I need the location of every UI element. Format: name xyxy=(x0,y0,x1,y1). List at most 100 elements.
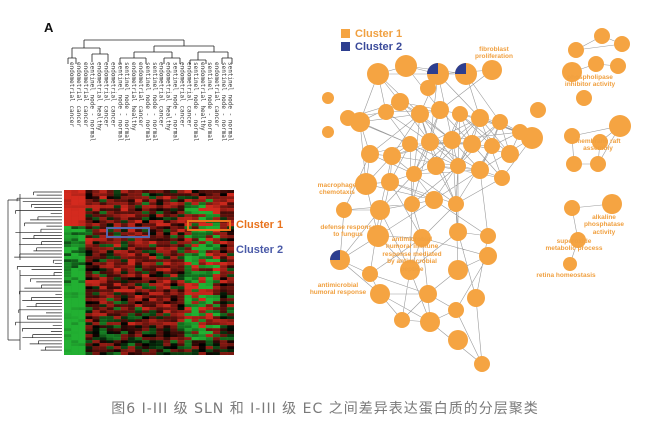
enrichment-network xyxy=(322,28,631,372)
network-node xyxy=(362,266,378,282)
network-node xyxy=(474,356,490,372)
legend-label-cluster-1: Cluster 1 xyxy=(355,28,403,40)
network-node xyxy=(367,225,389,247)
network-node xyxy=(594,28,610,44)
column-label: sentinel node - normal xyxy=(171,62,179,142)
network-node xyxy=(448,260,468,280)
network-node xyxy=(431,101,449,119)
column-label: endometrial cancer xyxy=(74,62,82,128)
column-dendrogram xyxy=(67,39,233,64)
node-label-membrane-raft: membrane raft assembly xyxy=(575,138,621,153)
node-label-retina: retina homeostasis xyxy=(536,272,596,279)
column-label: sentinel node - normal xyxy=(192,62,200,142)
column-label: endometrial healthy xyxy=(164,62,172,131)
network-node xyxy=(322,92,334,104)
network-node xyxy=(614,36,630,52)
cluster-1-label: Cluster 1 xyxy=(236,219,284,231)
network-node-cluster2-wedge xyxy=(455,63,466,74)
network-node xyxy=(394,312,410,328)
network-node xyxy=(420,312,440,332)
column-label: endometrial cancer xyxy=(102,62,110,128)
column-label: endometrial cancer xyxy=(185,62,193,128)
legend-swatch-cluster-1 xyxy=(341,29,350,38)
network-node xyxy=(350,112,370,132)
network-node xyxy=(610,58,626,74)
cluster-2-label: Cluster 2 xyxy=(236,244,284,256)
column-label: sentinel node - normal xyxy=(226,62,234,142)
network-node xyxy=(452,106,468,122)
network-node xyxy=(492,114,508,130)
cluster-2-box xyxy=(106,227,150,238)
column-label: endometrial cancer xyxy=(68,62,75,128)
network-node xyxy=(512,124,528,140)
node-label-phospholipase: phospholipase inhibitor activity xyxy=(564,74,616,89)
node-label-fibroblast: fibroblast proliferation xyxy=(475,46,513,61)
network-node xyxy=(592,134,608,150)
legend-swatch-cluster-2 xyxy=(341,42,350,51)
network-node xyxy=(411,105,429,123)
network-node xyxy=(404,196,420,212)
network-node xyxy=(494,170,510,186)
column-label: sentinel node - normal xyxy=(123,62,131,142)
network-node xyxy=(463,135,481,153)
node-label-antimicrobial-humoral: antimicrobial humoral response xyxy=(309,282,367,297)
network-node xyxy=(564,200,580,216)
network-node xyxy=(568,42,584,58)
column-label: endometrial healthy xyxy=(95,62,103,131)
network-node-cluster2-wedge xyxy=(427,63,438,74)
network-node xyxy=(471,161,489,179)
column-label: sentinel node - normal xyxy=(150,62,158,142)
network-node xyxy=(448,330,468,350)
network-node xyxy=(383,147,401,165)
node-label-alkaline: alkaline phosphatase activity xyxy=(583,214,625,236)
network-node xyxy=(448,302,464,318)
network-node xyxy=(609,115,631,137)
network-node xyxy=(425,191,443,209)
network-node xyxy=(443,131,461,149)
network-node xyxy=(395,55,417,77)
network-node xyxy=(367,63,389,85)
network-node xyxy=(530,102,546,118)
column-label: endometrial cancer xyxy=(212,62,220,128)
network-node xyxy=(419,285,437,303)
network-node xyxy=(378,104,394,120)
row-dendrogram xyxy=(7,191,62,351)
network-node xyxy=(482,60,502,80)
node-label-defense: defense response to fungus xyxy=(320,224,376,239)
panel-letter: A xyxy=(44,20,54,35)
network-node xyxy=(370,200,390,220)
network-node xyxy=(355,173,377,195)
network-node xyxy=(391,93,409,111)
column-label: sentinel node - normal xyxy=(116,62,124,142)
legend-label-cluster-2: Cluster 2 xyxy=(355,41,403,53)
column-label: endometrial cancer xyxy=(109,62,117,128)
heatmap xyxy=(64,190,234,355)
network-node xyxy=(322,126,334,138)
network-node xyxy=(413,229,431,247)
node-label-antimicrobial-humoral-immune: antimicrobial humoral immune response me… xyxy=(382,236,442,273)
column-label: sentinel node - normal xyxy=(88,62,96,142)
column-label: sentinel node - normal xyxy=(219,62,227,142)
network-node xyxy=(402,136,418,152)
network-node xyxy=(450,158,466,174)
node-label-superoxide: superoxide metabolic process xyxy=(545,238,603,253)
network-node xyxy=(479,247,497,265)
column-label: sentinel node - normal xyxy=(206,62,213,142)
network-node xyxy=(501,145,519,163)
network-node xyxy=(570,232,586,248)
column-label: endometrial cancer xyxy=(157,62,165,128)
network-node xyxy=(421,133,439,151)
column-label: endometrial cancer xyxy=(81,62,89,128)
network-node xyxy=(420,80,436,96)
network-node-cluster2-wedge xyxy=(330,250,340,260)
network-node xyxy=(471,109,489,127)
network-node xyxy=(406,166,422,182)
network-node xyxy=(427,157,445,175)
network-node xyxy=(576,90,592,106)
network-node xyxy=(336,202,352,218)
cluster-1-box xyxy=(187,220,231,231)
network-node xyxy=(564,128,580,144)
figure-caption: 图6 I-III 级 SLN 和 I-III 级 EC 之间差异表达蛋白质的分层… xyxy=(111,401,539,417)
column-label: endometrial cancer xyxy=(178,62,186,128)
network-node xyxy=(562,62,582,82)
